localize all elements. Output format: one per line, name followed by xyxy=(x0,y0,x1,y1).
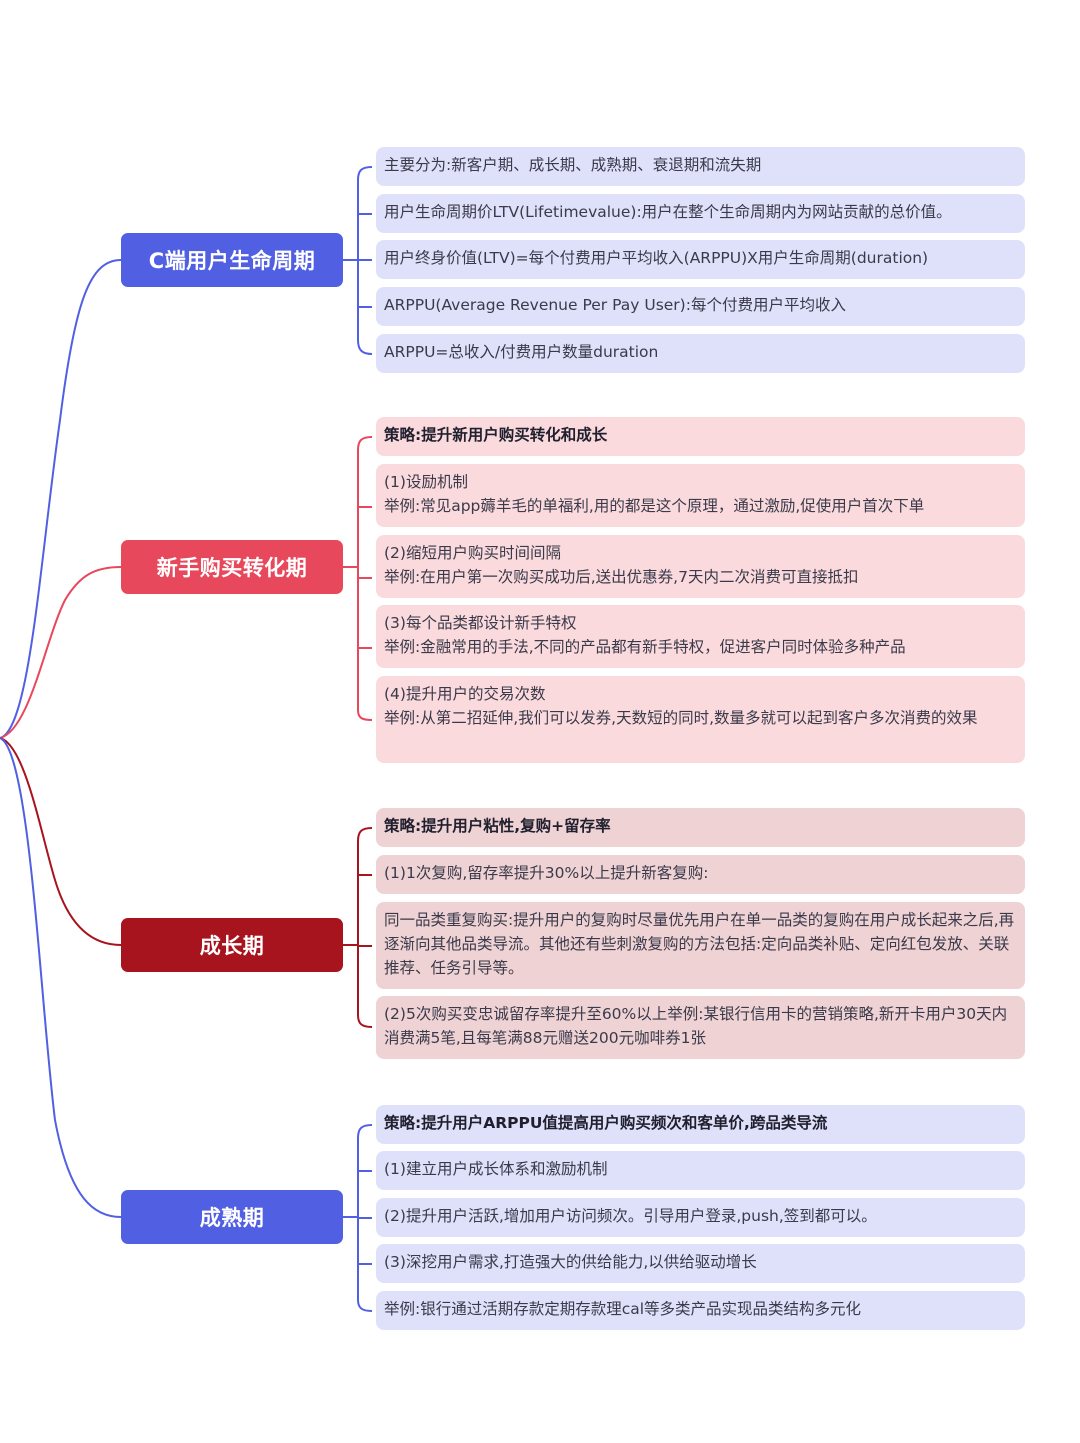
leaf-item[interactable]: 用户生命周期价LTV(Lifetimevalue):用户在整个生命周期内为网站贡… xyxy=(376,194,1025,233)
leaf-item[interactable]: ARPPU=总收入/付费用户数量duration xyxy=(376,334,1025,373)
leaf-item[interactable]: 主要分为:新客户期、成长期、成熟期、衰退期和流失期 xyxy=(376,147,1025,186)
leaf-strategy[interactable]: 策略:提升用户ARPPU值提高用户购买频次和客单价,跨品类导流 xyxy=(376,1105,1025,1144)
leaf-item[interactable]: (2)5次购买变忠诚留存率提升至60%以上举例:某银行信用卡的营销策略,新开卡用… xyxy=(376,996,1025,1059)
leaf-strategy[interactable]: 策略:提升新用户购买转化和成长 xyxy=(376,417,1025,456)
branch-title-maturity[interactable]: 成熟期 xyxy=(121,1190,343,1244)
root-connector-2 xyxy=(0,566,122,739)
branch-title-growth[interactable]: 成长期 xyxy=(121,918,343,972)
leaf-item[interactable]: (2)提升用户活跃,增加用户访问频次。引导用户登录,push,签到都可以。 xyxy=(376,1198,1025,1237)
leaf-item[interactable]: (1)建立用户成长体系和激励机制 xyxy=(376,1151,1025,1190)
leaf-item[interactable]: (1)1次复购,留存率提升30%以上提升新客复购: xyxy=(376,855,1025,894)
root-connector-1 xyxy=(0,259,122,739)
leaf-item[interactable]: ARPPU(Average Revenue Per Pay User):每个付费… xyxy=(376,287,1025,326)
leaf-strategy[interactable]: 策略:提升用户粘性,复购+留存率 xyxy=(376,808,1025,847)
root-connector-3 xyxy=(0,737,122,946)
branch-title-newbie-conversion[interactable]: 新手购买转化期 xyxy=(121,540,343,594)
branch-4-connectors xyxy=(343,1124,373,1312)
leaf-item[interactable]: 用户终身价值(LTV)=每个付费用户平均收入(ARPPU)X用户生命周期(dur… xyxy=(376,240,1025,279)
branch-2-connectors xyxy=(343,436,373,721)
branch-3-connectors xyxy=(343,827,373,1028)
leaf-item[interactable]: (3)每个品类都设计新手特权举例:金融常用的手法,不同的产品都有新手特权，促进客… xyxy=(376,605,1025,668)
root-connector-4 xyxy=(0,737,122,1218)
leaf-item[interactable]: (2)缩短用户购买时间间隔举例:在用户第一次购买成功后,送出优惠券,7天内二次消… xyxy=(376,535,1025,598)
leaf-item[interactable]: 举例:银行通过活期存款定期存款理cal等多类产品实现品类结构多元化 xyxy=(376,1291,1025,1330)
leaf-item[interactable]: (1)设励机制举例:常见app薅羊毛的单福利,用的都是这个原理，通过激励,促使用… xyxy=(376,464,1025,527)
leaf-item[interactable]: 同一品类重复购买:提升用户的复购时尽量优先用户在单一品类的复购在用户成长起来之后… xyxy=(376,902,1025,989)
leaf-item[interactable]: (4)提升用户的交易次数举例:从第二招延伸,我们可以发券,天数短的同时,数量多就… xyxy=(376,676,1025,763)
leaf-item[interactable]: (3)深挖用户需求,打造强大的供给能力,以供给驱动增长 xyxy=(376,1244,1025,1283)
branch-1-connectors xyxy=(343,166,373,355)
branch-title-lifecycle[interactable]: C端用户生命周期 xyxy=(121,233,343,287)
